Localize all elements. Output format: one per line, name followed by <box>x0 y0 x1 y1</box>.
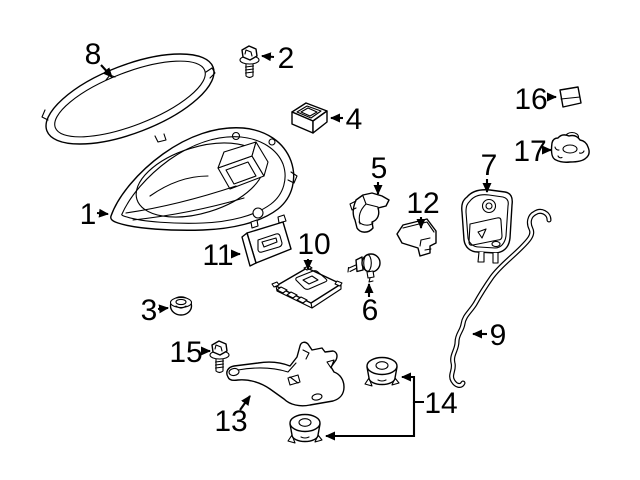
part-13-bracket-arm-drawing <box>226 341 345 407</box>
part-6-bulb-drawing <box>347 253 381 283</box>
part-number-label: 2 <box>278 42 295 75</box>
callout-10[interactable]: 10 <box>297 228 331 270</box>
callout-9[interactable]: 9 <box>472 319 507 352</box>
callout-12[interactable]: 12 <box>406 187 440 229</box>
part-number-label: 4 <box>346 103 363 136</box>
part-number-label: 5 <box>371 152 388 185</box>
part-number-label: 11 <box>202 239 233 272</box>
part-number-label: 7 <box>481 149 498 182</box>
callout-4[interactable]: 4 <box>330 103 363 136</box>
callout-6[interactable]: 6 <box>362 283 379 327</box>
callout-15[interactable]: 15 <box>169 336 211 369</box>
part-5-clip-drawing <box>349 192 390 233</box>
part-11-plate-drawing <box>241 214 292 267</box>
callout-11[interactable]: 11 <box>202 239 241 272</box>
part-number-label: 10 <box>297 228 330 261</box>
part-number-label: 1 <box>80 198 97 231</box>
part-number-label: 8 <box>85 38 102 71</box>
part-number-label: 12 <box>406 187 439 220</box>
part-14-nut-lower-drawing <box>287 413 323 444</box>
part-2-bolt-drawing <box>239 45 260 79</box>
part-15-bolt-drawing <box>209 340 230 374</box>
part-7-bracket-plate-drawing <box>461 189 513 264</box>
part-number-label: 13 <box>214 405 247 438</box>
callout-17[interactable]: 17 <box>513 135 552 168</box>
part-number-label: 15 <box>169 336 202 369</box>
callout-3[interactable]: 3 <box>141 294 169 327</box>
callout-1-arrow <box>96 208 109 218</box>
part-number-label: 14 <box>424 387 457 420</box>
part-9-support-rod-drawing <box>449 208 552 388</box>
callout-14-leader-upper <box>401 372 424 404</box>
part-3-grommet-drawing <box>169 296 193 316</box>
callout-13-arrow <box>239 395 251 411</box>
callout-5[interactable]: 5 <box>371 152 388 195</box>
part-14-nut-upper-drawing <box>364 356 400 387</box>
part-number-label: 16 <box>514 83 547 116</box>
callout-8-arrow <box>100 64 113 78</box>
part-16-square-module-drawing <box>559 86 582 108</box>
part-1-headlamp-assembly-drawing <box>110 127 298 231</box>
part-12-bracket-drawing <box>396 218 437 257</box>
callout-2-arrow <box>261 52 275 62</box>
part-number-label: 6 <box>362 294 379 327</box>
part-number-label: 3 <box>141 294 158 327</box>
part-17-plate-drawing <box>550 131 590 163</box>
part-number-label: 17 <box>513 135 546 168</box>
callout-14[interactable]: 14 <box>325 372 458 441</box>
callout-7[interactable]: 7 <box>481 149 498 193</box>
part-10-control-module-drawing <box>271 265 343 309</box>
callout-14-leader-lower <box>325 402 416 441</box>
callout-8[interactable]: 8 <box>85 38 113 78</box>
callout-13[interactable]: 13 <box>214 395 251 438</box>
callout-16[interactable]: 16 <box>514 83 557 116</box>
part-number-label: 9 <box>490 319 507 352</box>
part-4-socket-cap-drawing <box>291 102 328 134</box>
callout-3-arrow <box>157 304 169 314</box>
callout-1[interactable]: 1 <box>80 198 109 231</box>
callout-2[interactable]: 2 <box>261 42 295 75</box>
